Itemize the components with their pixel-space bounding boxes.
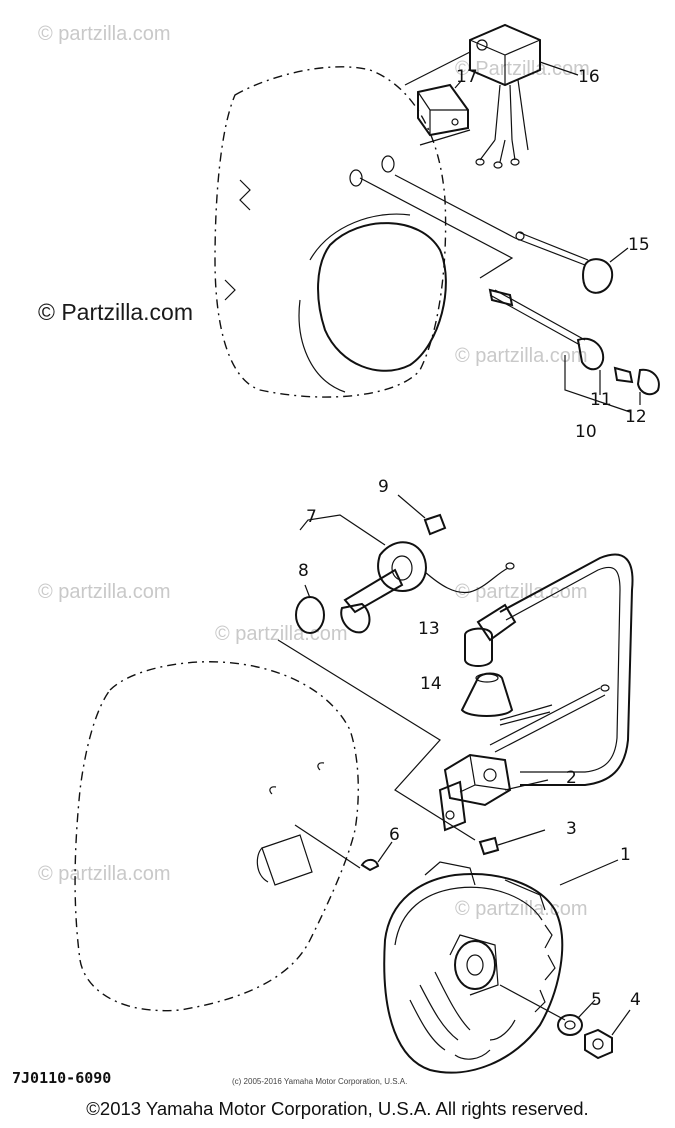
callout-12: 12 bbox=[625, 407, 647, 427]
watermark-lower-right: © partzilla.com bbox=[455, 581, 588, 603]
small-notice: (c) 2005-2016 Yamaha Motor Corporation, … bbox=[232, 1077, 407, 1086]
stop-switch-16 bbox=[404, 23, 579, 169]
watermark-bottom-right: © partzilla.com bbox=[455, 898, 588, 920]
watermark-right-mid: © partzilla.com bbox=[455, 345, 588, 367]
callout-16: 16 bbox=[578, 67, 600, 87]
callout-15: 15 bbox=[628, 235, 650, 255]
callout-17: 17 bbox=[456, 67, 478, 87]
ignition-coil-2 bbox=[438, 753, 549, 856]
callout-5: 5 bbox=[591, 990, 602, 1010]
cord-grommet-15 bbox=[359, 174, 629, 294]
callout-14: 14 bbox=[420, 674, 442, 694]
high-tension-lead bbox=[460, 553, 634, 786]
callout-9: 9 bbox=[378, 477, 389, 497]
watermark-lower-mid: © partzilla.com bbox=[215, 623, 348, 645]
nut-4 bbox=[584, 1009, 631, 1060]
copyright-footer: ©2013 Yamaha Motor Corporation, U.S.A. A… bbox=[86, 1098, 589, 1119]
plug-cap-assembly-10 bbox=[488, 288, 660, 413]
watermark-main: © Partzilla.com bbox=[38, 299, 193, 325]
flywheel-1 bbox=[383, 859, 619, 1074]
callout-6: 6 bbox=[389, 825, 400, 845]
callout-2: 2 bbox=[566, 768, 577, 788]
pulser-assembly-7 bbox=[295, 494, 515, 634]
washer-5 bbox=[557, 999, 596, 1036]
callout-4: 4 bbox=[630, 990, 641, 1010]
callout-13: 13 bbox=[418, 619, 440, 639]
fan-housing bbox=[214, 66, 447, 398]
callout-1: 1 bbox=[620, 845, 631, 865]
watermark-top-left: © partzilla.com bbox=[38, 23, 171, 45]
watermark-lower-left: © partzilla.com bbox=[38, 581, 171, 603]
watermark-top: © Partzilla.com bbox=[455, 58, 590, 80]
diagram-code: 7J0110-6090 bbox=[12, 1069, 111, 1087]
callout-3: 3 bbox=[566, 819, 577, 839]
callout-11: 11 bbox=[590, 390, 612, 410]
callout-8: 8 bbox=[298, 561, 309, 581]
watermark-bottom-left: © partzilla.com bbox=[38, 863, 171, 885]
callout-10: 10 bbox=[575, 422, 597, 442]
crankcase-outline bbox=[74, 639, 476, 1012]
woodruff-key-6 bbox=[360, 841, 393, 872]
callout-7: 7 bbox=[306, 507, 317, 527]
bracket-17 bbox=[417, 79, 471, 146]
